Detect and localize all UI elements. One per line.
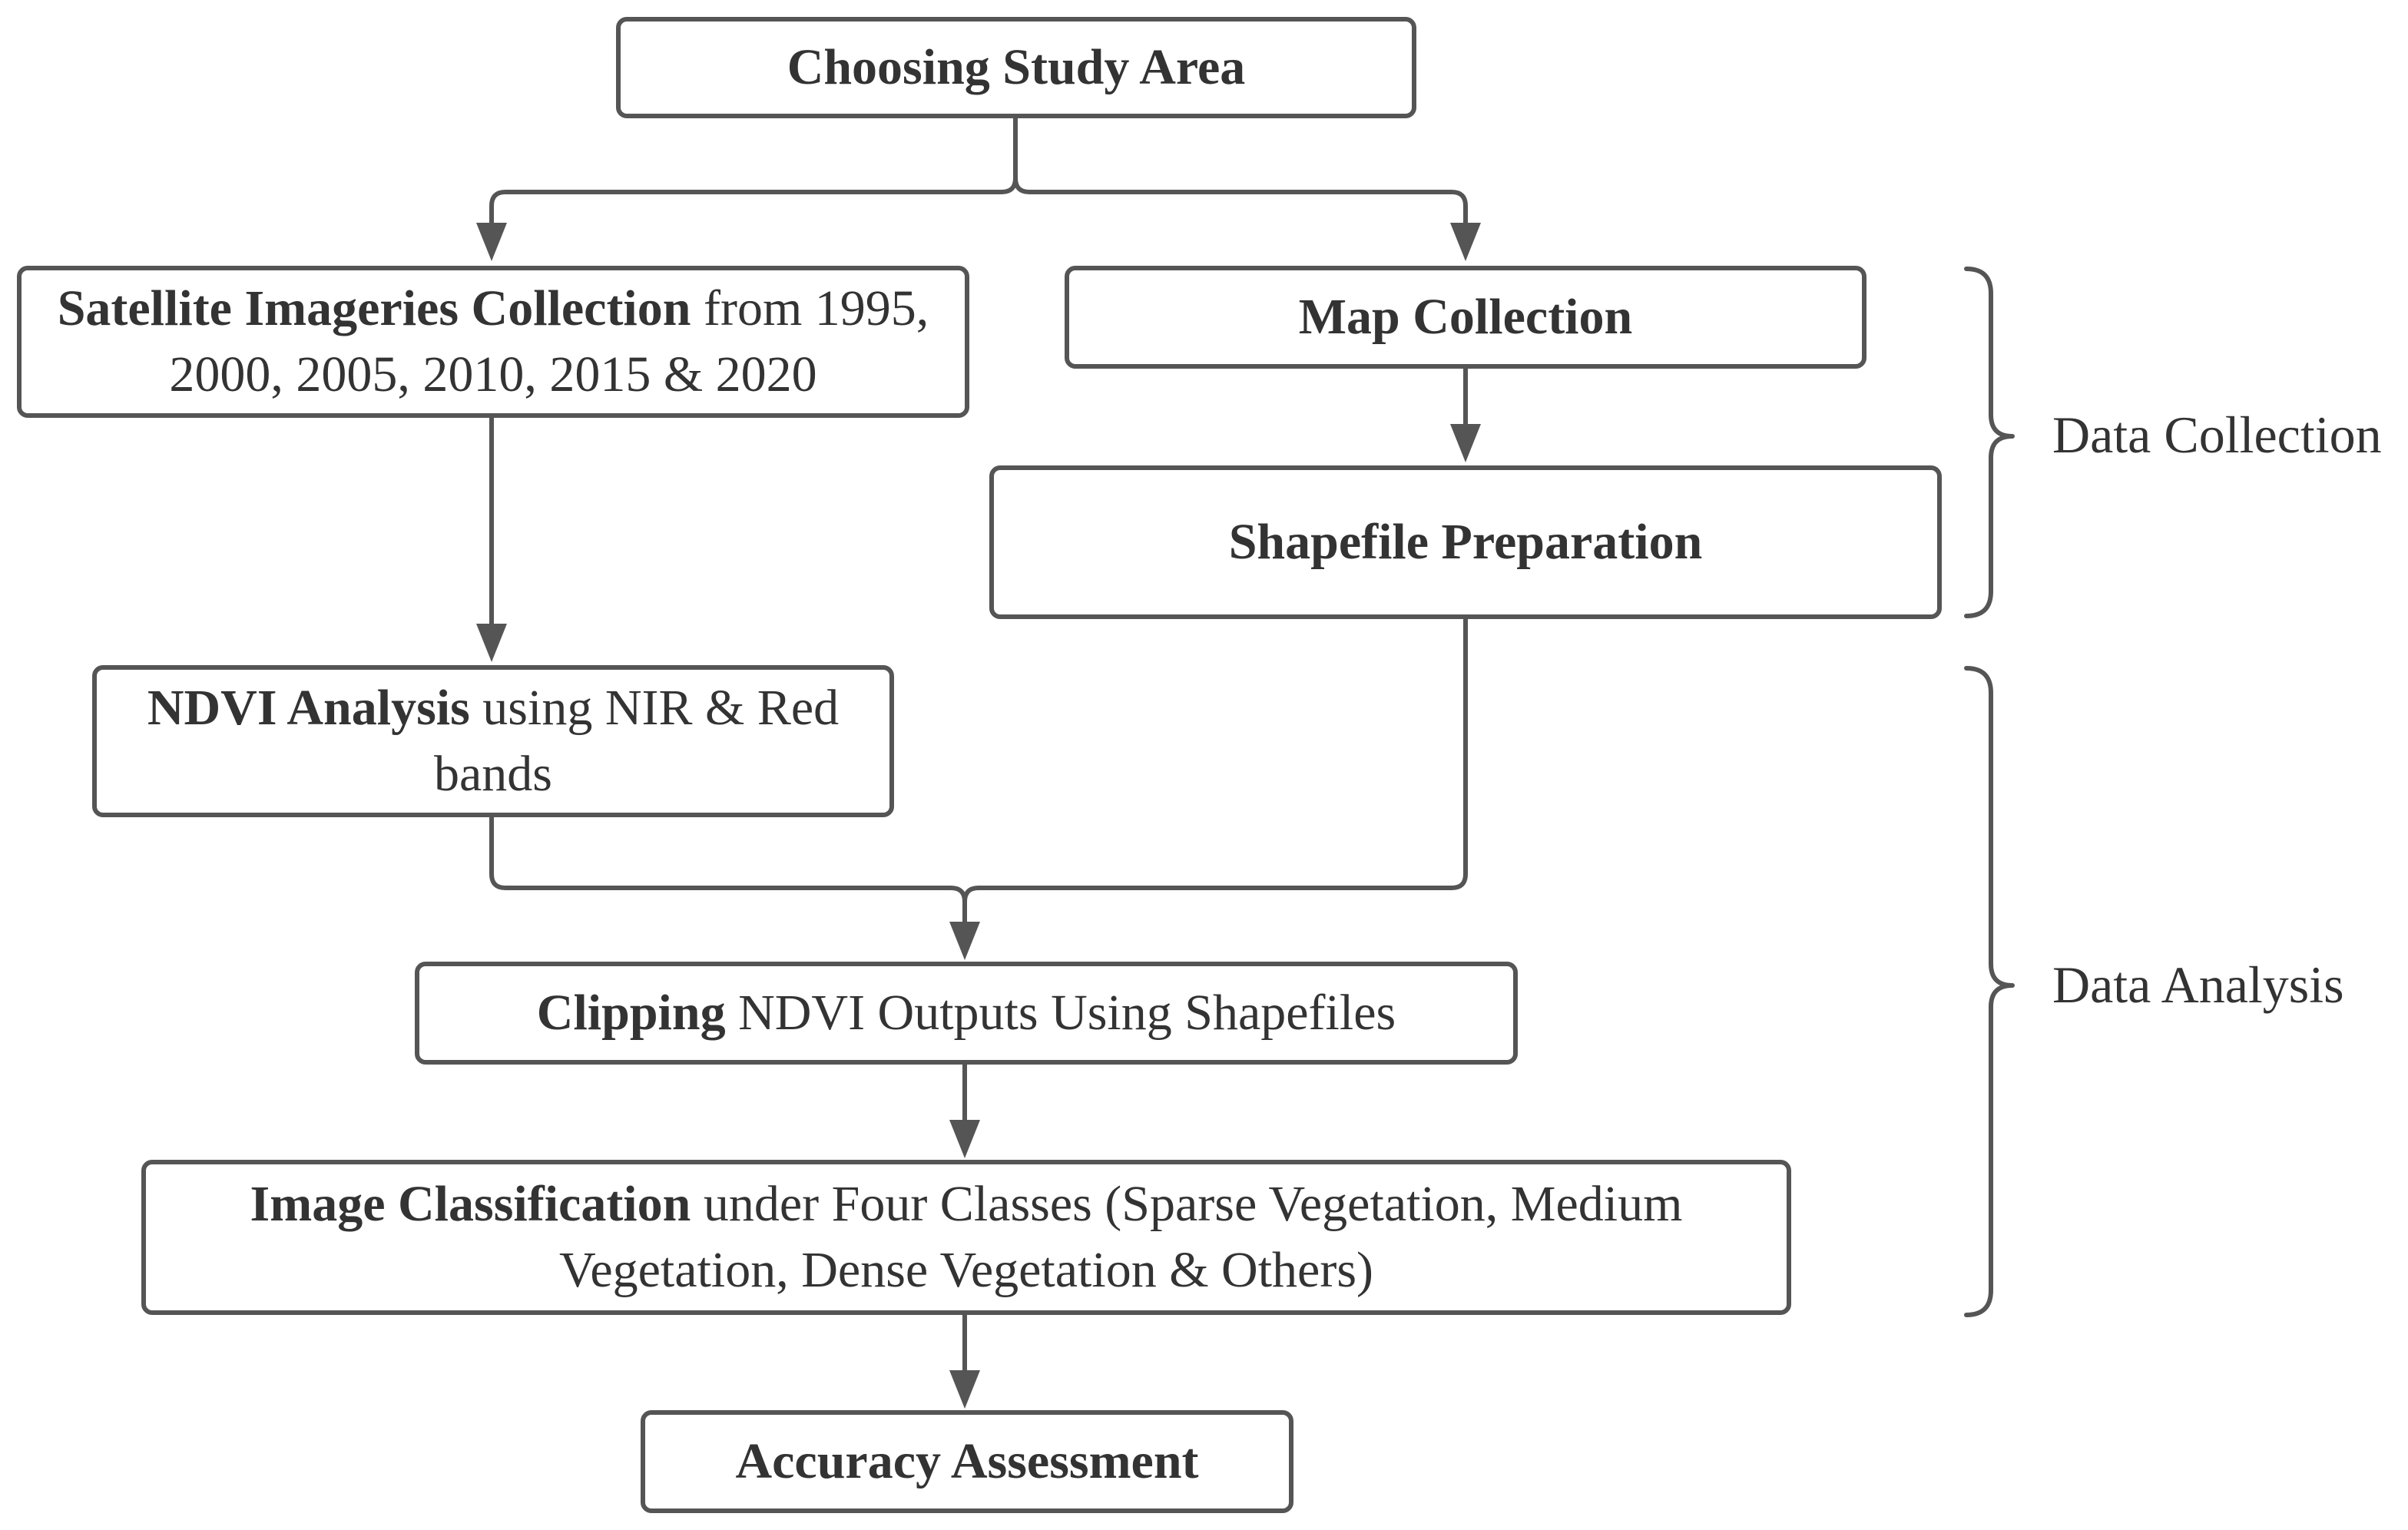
node-accuracy-assessment: Accuracy Assessment [641,1410,1293,1513]
brace-data-analysis [1964,666,2015,1317]
node-satellite-imageries-collection-rest: from 1995, 2000, 2005, 2010, 2015 & 2020 [169,280,929,402]
arrowhead-accuracy [949,1370,980,1409]
node-ndvi-analysis-text: NDVI Analysis using NIR & Red bands [143,675,843,807]
node-clipping-ndvi-outputs-bold: Clipping [536,985,726,1042]
node-satellite-imageries-collection: Satellite Imageries Collection from 1995… [17,266,969,418]
node-choosing-study-area-bold: Choosing Study Area [787,39,1246,96]
node-accuracy-assessment-text: Accuracy Assessment [735,1429,1198,1495]
group-label-data-collection: Data Collection [2052,406,2382,464]
node-satellite-imageries-collection-text: Satellite Imageries Collection from 1995… [52,276,934,408]
node-ndvi-analysis-rest: using NIR & Red bands [434,680,840,802]
connector-study-to-satellite [489,114,1018,231]
node-ndvi-analysis-bold: NDVI Analysis [147,680,470,737]
node-satellite-imageries-collection-bold: Satellite Imageries Collection [57,280,691,337]
node-clipping-ndvi-outputs: Clipping NDVI Outputs Using Shapefiles [415,962,1518,1065]
node-clipping-ndvi-outputs-rest: NDVI Outputs Using Shapefiles [725,985,1396,1042]
node-clipping-ndvi-outputs-text: Clipping NDVI Outputs Using Shapefiles [537,980,1396,1046]
arrowhead-ndvi [476,624,507,662]
node-map-collection-text: Map Collection [1299,284,1632,350]
node-shapefile-preparation-text: Shapefile Preparation [1229,509,1703,575]
node-shapefile-preparation-bold: Shapefile Preparation [1228,514,1703,571]
connector-study-to-map [1013,176,1468,231]
arrowhead-classification [949,1120,980,1158]
connector-shapefile-to-clipping [962,616,1468,904]
node-ndvi-analysis: NDVI Analysis using NIR & Red bands [92,665,894,817]
node-image-classification-rest: under Four Classes (Sparse Vegetation, M… [559,1176,1683,1298]
node-shapefile-preparation: Shapefile Preparation [989,465,1942,619]
node-image-classification-bold: Image Classification [250,1176,691,1233]
group-label-data-analysis: Data Analysis [2052,955,2344,1014]
arrowhead-clipping [949,922,980,960]
node-map-collection: Map Collection [1065,266,1866,369]
arrowhead-shapefile [1450,424,1481,462]
node-choosing-study-area-text: Choosing Study Area [787,35,1246,101]
brace-data-collection [1964,267,2015,618]
arrowhead-map [1450,223,1481,261]
node-image-classification: Image Classification under Four Classes … [141,1160,1791,1315]
connector-ndvi-to-clipping [489,813,967,932]
arrowhead-satellite [476,223,507,261]
node-choosing-study-area: Choosing Study Area [616,17,1416,118]
node-image-classification-text: Image Classification under Four Classes … [177,1171,1756,1303]
node-accuracy-assessment-bold: Accuracy Assessment [735,1433,1199,1490]
node-map-collection-bold: Map Collection [1298,289,1633,346]
